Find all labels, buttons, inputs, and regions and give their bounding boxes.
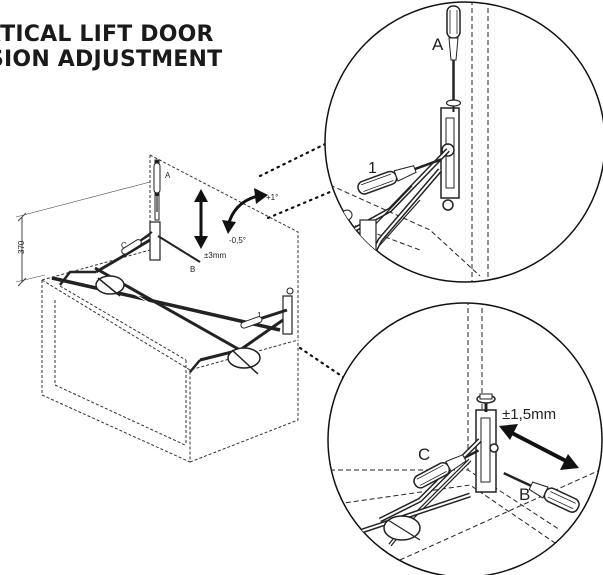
label-screw-c-main: C bbox=[121, 241, 127, 250]
vertical-travel-label: ±3mm bbox=[204, 251, 227, 260]
main-screwdrivers bbox=[121, 162, 281, 329]
angle-minus-label: -0,5° bbox=[229, 236, 246, 245]
detail-circle-top: A 1 bbox=[324, 1, 603, 283]
main-labels: 370 A C B 1 ±3mm +1° -0,5° bbox=[17, 171, 278, 320]
cabinet-back-panel bbox=[41, 154, 299, 340]
title-line-1: RTICAL LIFT DOOR bbox=[0, 22, 214, 47]
label-screw-1-detail: 1 bbox=[368, 160, 377, 177]
leader-line-top bbox=[258, 120, 372, 220]
left-lift-mechanism bbox=[59, 159, 201, 297]
page-title: RTICAL LIFT DOOR SION ADJUSTMENT bbox=[0, 22, 222, 72]
leader-line-bottom bbox=[298, 346, 397, 414]
lateral-travel-label: ±1,5mm bbox=[502, 406, 556, 423]
label-screw-c-detail: C bbox=[418, 445, 430, 464]
title-line-2: SION ADJUSTMENT bbox=[0, 47, 223, 72]
detail-circle-bottom: ±1,5mm C B bbox=[327, 302, 603, 575]
label-screw-1-main: 1 bbox=[257, 311, 262, 320]
label-screw-b-main: B bbox=[190, 265, 195, 274]
tilt-adjust-arrow bbox=[222, 188, 268, 234]
vertical-adjust-arrow bbox=[194, 189, 208, 249]
label-screw-b-detail: B bbox=[519, 485, 530, 504]
dimension-370 bbox=[15, 181, 151, 287]
lateral-adjust-arrow bbox=[499, 424, 579, 470]
dimension-label: 370 bbox=[17, 240, 26, 254]
cabinet-body bbox=[41, 279, 299, 463]
label-screw-a-main: A bbox=[165, 171, 171, 180]
label-screw-a-detail: A bbox=[432, 35, 444, 54]
angle-plus-label: +1° bbox=[266, 193, 278, 202]
